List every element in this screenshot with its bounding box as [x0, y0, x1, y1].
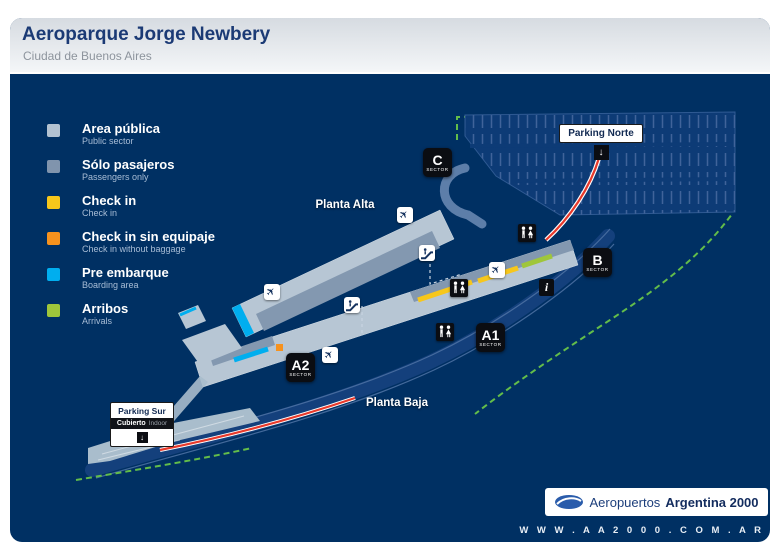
website-url: W W W . A A 2 0 0 0 . C O M . A R: [519, 525, 764, 536]
legend-swatch-check-in-no-baggage: [47, 232, 60, 245]
legend-swatch-passengers-only: [47, 160, 60, 173]
parking-sur-sign: Parking Sur Cubierto Indoor ↓: [110, 402, 174, 447]
sector-caption: SECTOR: [426, 166, 449, 172]
legend-item-arrivals: Arribos Arrivals: [47, 302, 215, 328]
legend-sublabel: Boarding area: [82, 280, 139, 290]
covered-label-en: Indoor: [148, 420, 168, 427]
brand-name-bold: Argentina 2000: [665, 494, 759, 510]
legend-item-boarding: Pre embarque Boarding area: [47, 266, 215, 292]
page-subtitle: Ciudad de Buenos Aires: [23, 49, 152, 63]
sector-caption: SECTOR: [586, 266, 609, 272]
page-title: Aeroparque Jorge Newbery: [22, 24, 271, 45]
parking-norte-sign: Parking Norte ↓: [559, 124, 643, 160]
sector-badge-a2: A2 SECTOR: [286, 353, 315, 382]
legend-label: Pre embarque: [82, 265, 169, 280]
brand-box: Aeropuertos Argentina 2000: [545, 488, 768, 516]
sector-badge-c: C SECTOR: [423, 148, 452, 177]
escalator-icon: [419, 245, 435, 261]
information-icon: i: [539, 279, 554, 296]
parking-sur-covered-bar: Cubierto Indoor: [111, 418, 173, 429]
restrooms-icon: [436, 323, 454, 341]
legend-label: Area pública: [82, 121, 161, 136]
legend-sublabel: Arrivals: [82, 316, 113, 326]
legend-label: Check in: [82, 193, 137, 208]
legend-sublabel: Check in without baggage: [82, 244, 186, 254]
header: Aeroparque Jorge Newbery Ciudad de Bueno…: [10, 18, 770, 74]
legend-swatch-check-in: [47, 196, 60, 209]
restrooms-icon: [450, 279, 468, 297]
escalator-icon: [344, 297, 360, 313]
aa2000-logo-icon: [555, 495, 584, 509]
legend-sublabel: Passengers only: [82, 172, 149, 182]
legend-label: Check in sin equipaje: [82, 229, 215, 244]
sector-badge-a1: A1 SECTOR: [476, 323, 505, 352]
legend-label: Sólo pasajeros: [82, 157, 175, 172]
floor-label-planta-alta: Planta Alta: [315, 199, 375, 211]
airplane-glyph: ✈: [264, 284, 280, 300]
airport-map-card: Aeroparque Jorge Newbery Ciudad de Bueno…: [10, 18, 770, 542]
airplane-gate-icon: ✈: [489, 262, 505, 278]
parking-sur-label: Parking Sur: [118, 406, 166, 416]
sector-caption: SECTOR: [479, 341, 502, 347]
legend-item-check-in: Check in Check in: [47, 194, 215, 220]
parking-norte-label: Parking Norte: [559, 124, 643, 143]
down-arrow-icon: ↓: [593, 145, 609, 160]
legend-swatch-boarding: [47, 268, 60, 281]
legend-item-public-area: Area pública Public sector: [47, 122, 215, 148]
legend-item-passengers-only: Sólo pasajeros Passengers only: [47, 158, 215, 184]
airplane-glyph: ✈: [397, 207, 413, 223]
airplane-glyph: ✈: [322, 347, 338, 363]
airplane-glyph: ✈: [489, 262, 505, 278]
sector-letter: B: [592, 251, 603, 268]
legend-swatch-arrivals: [47, 304, 60, 317]
sector-badge-b: B SECTOR: [583, 248, 612, 277]
airplane-gate-icon: ✈: [322, 347, 338, 363]
restrooms-icon: [518, 224, 536, 242]
legend-sublabel: Check in: [82, 208, 118, 218]
legend-sublabel: Public sector: [82, 136, 134, 146]
sector-letter: C: [432, 151, 443, 168]
legend: Area pública Public sector Sólo pasajero…: [47, 122, 215, 338]
sector-letter: A1: [481, 326, 500, 343]
floor-label-planta-baja: Planta Baja: [366, 397, 428, 409]
brand-name-regular: Aeropuertos: [589, 494, 661, 510]
legend-item-check-in-no-baggage: Check in sin equipaje Check in without b…: [47, 230, 215, 256]
legend-label: Arribos: [82, 301, 129, 316]
sector-caption: SECTOR: [289, 371, 312, 377]
sector-letter: A2: [291, 356, 310, 373]
legend-swatch-public-area: [47, 124, 60, 137]
airplane-gate-icon: ✈: [264, 284, 280, 300]
down-arrow-icon: ↓: [136, 432, 148, 443]
covered-label-es: Cubierto: [116, 420, 146, 427]
airplane-gate-icon: ✈: [397, 207, 413, 223]
